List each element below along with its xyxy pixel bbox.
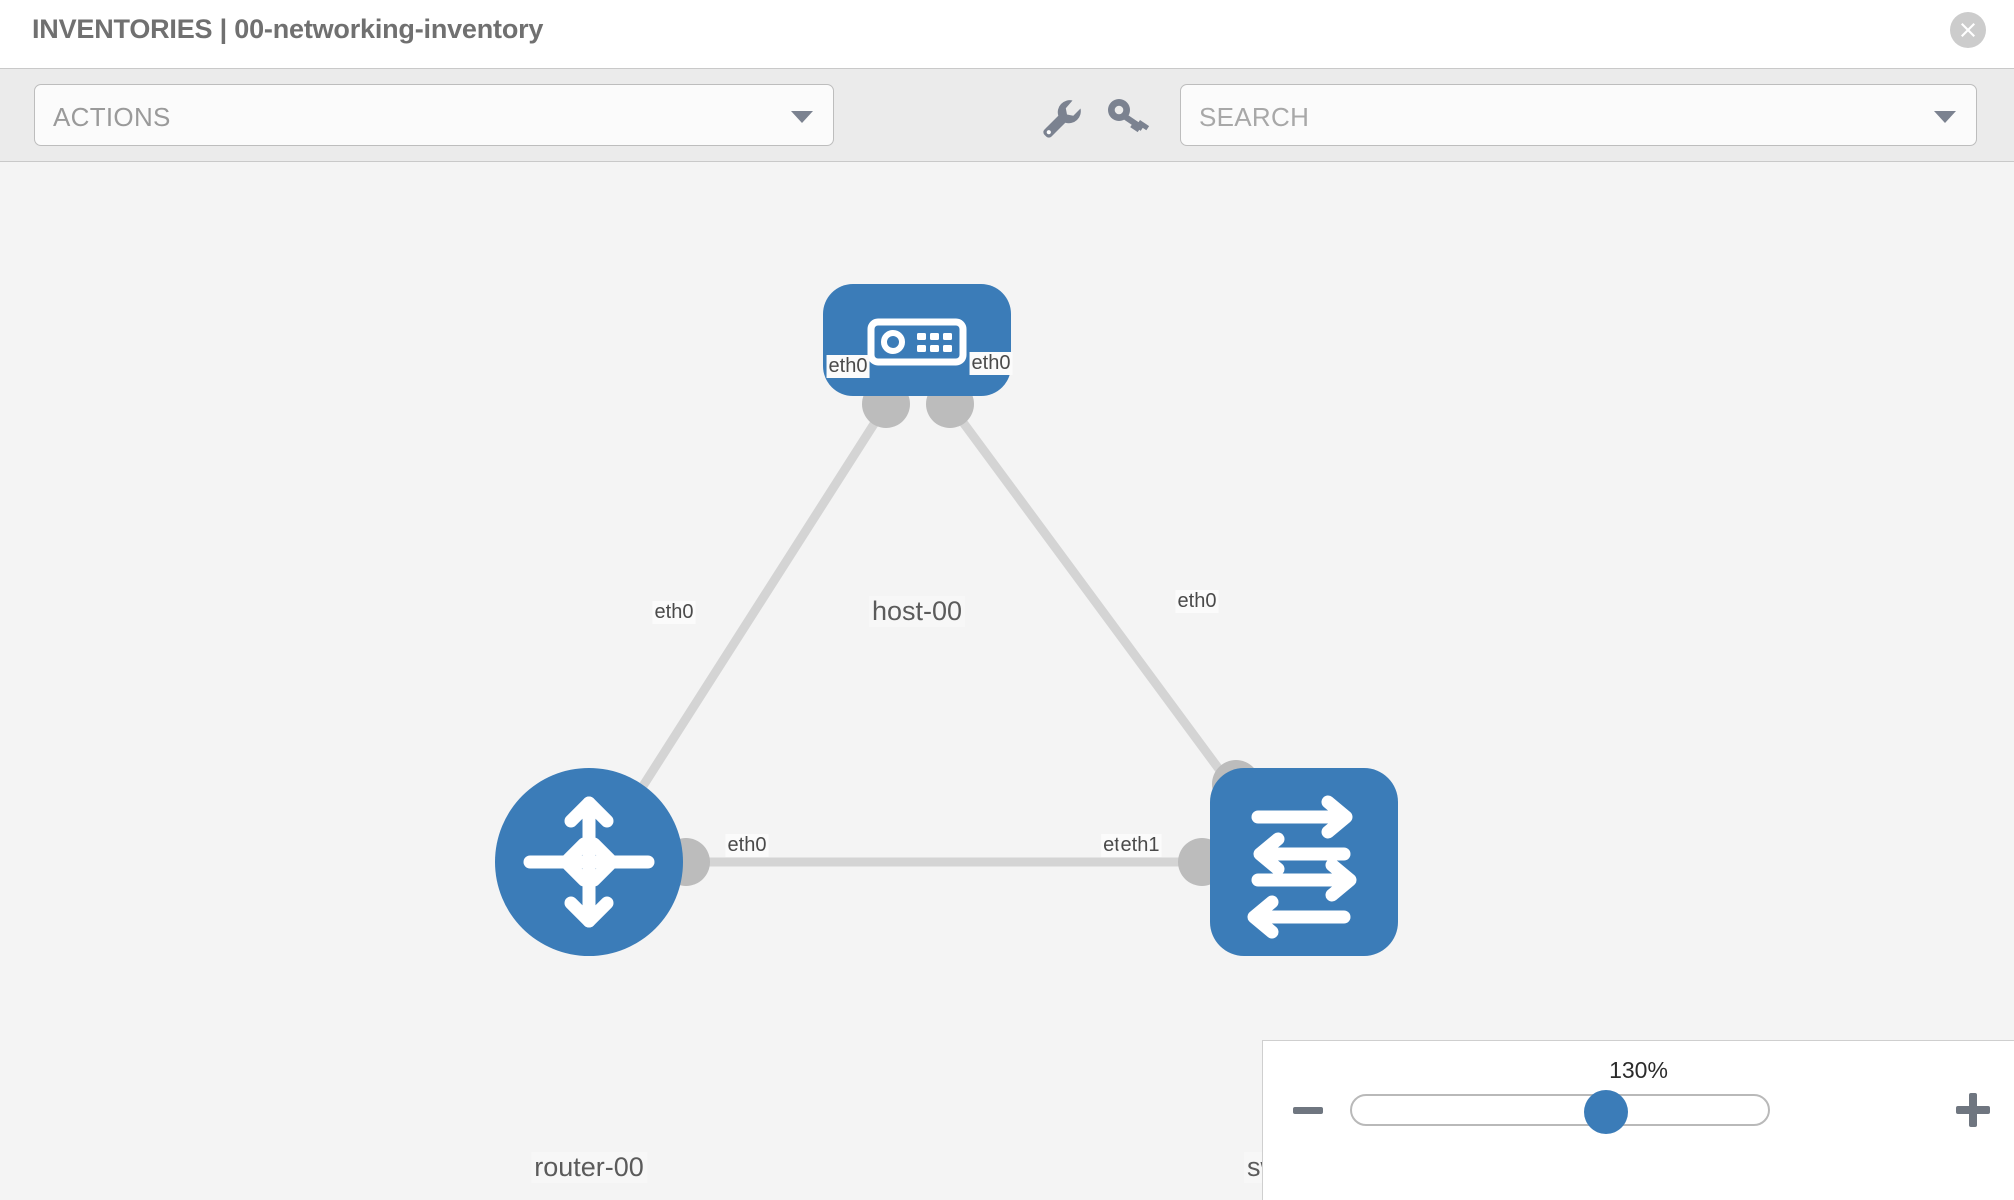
toolbar: ACTIONS SEARC	[0, 68, 2014, 162]
iface-label: eth1	[1118, 834, 1162, 857]
link-host-switch	[944, 399, 1262, 825]
node-switch-00[interactable]	[1210, 768, 1398, 956]
iface-label: eth0	[826, 355, 870, 378]
iface-label: eth0	[652, 601, 696, 624]
iface-label: eth0	[1175, 590, 1219, 613]
topology-canvas[interactable]: eth0 eth0 eth0 eth0 eth0 eth eth1 host-0…	[0, 162, 2014, 1200]
iface-label: eth0	[969, 352, 1013, 375]
iface-label: eth0	[725, 834, 769, 857]
topology-graph	[495, 284, 1398, 956]
link-edges	[616, 399, 1262, 867]
router-arrows-icon	[523, 796, 655, 928]
zoom-percent-label: 130%	[1609, 1057, 1668, 1083]
search-placeholder: SEARCH	[1199, 102, 1310, 132]
server-appliance-icon	[867, 318, 967, 366]
node-router-00[interactable]	[495, 768, 683, 956]
chevron-down-icon[interactable]	[1934, 111, 1956, 123]
chevron-down-icon	[791, 111, 813, 123]
search-input[interactable]: SEARCH	[1180, 84, 1977, 146]
zoom-control-panel: 130%	[1262, 1040, 2014, 1200]
zoom-slider-thumb[interactable]	[1583, 1090, 1628, 1134]
node-label-host-00: host-00	[868, 596, 966, 627]
zoom-slider[interactable]	[1350, 1090, 1770, 1134]
plus-icon[interactable]	[1956, 1093, 1990, 1127]
page-header: INVENTORIES | 00-networking-inventory	[0, 0, 2014, 68]
interface-connectors	[662, 380, 1260, 886]
minus-icon[interactable]	[1293, 1107, 1323, 1114]
node-label-router-00: router-00	[531, 1152, 647, 1183]
link-host-router	[616, 399, 892, 825]
page-title: INVENTORIES | 00-networking-inventory	[32, 14, 544, 44]
actions-dropdown-label: ACTIONS	[53, 102, 171, 132]
wrench-icon[interactable]	[1035, 91, 1085, 141]
node-host-00[interactable]	[823, 284, 1011, 586]
switch-arrows-icon	[1247, 795, 1357, 939]
actions-dropdown[interactable]: ACTIONS	[34, 84, 834, 146]
close-icon[interactable]	[1950, 12, 1986, 48]
key-icon[interactable]	[1102, 91, 1152, 141]
